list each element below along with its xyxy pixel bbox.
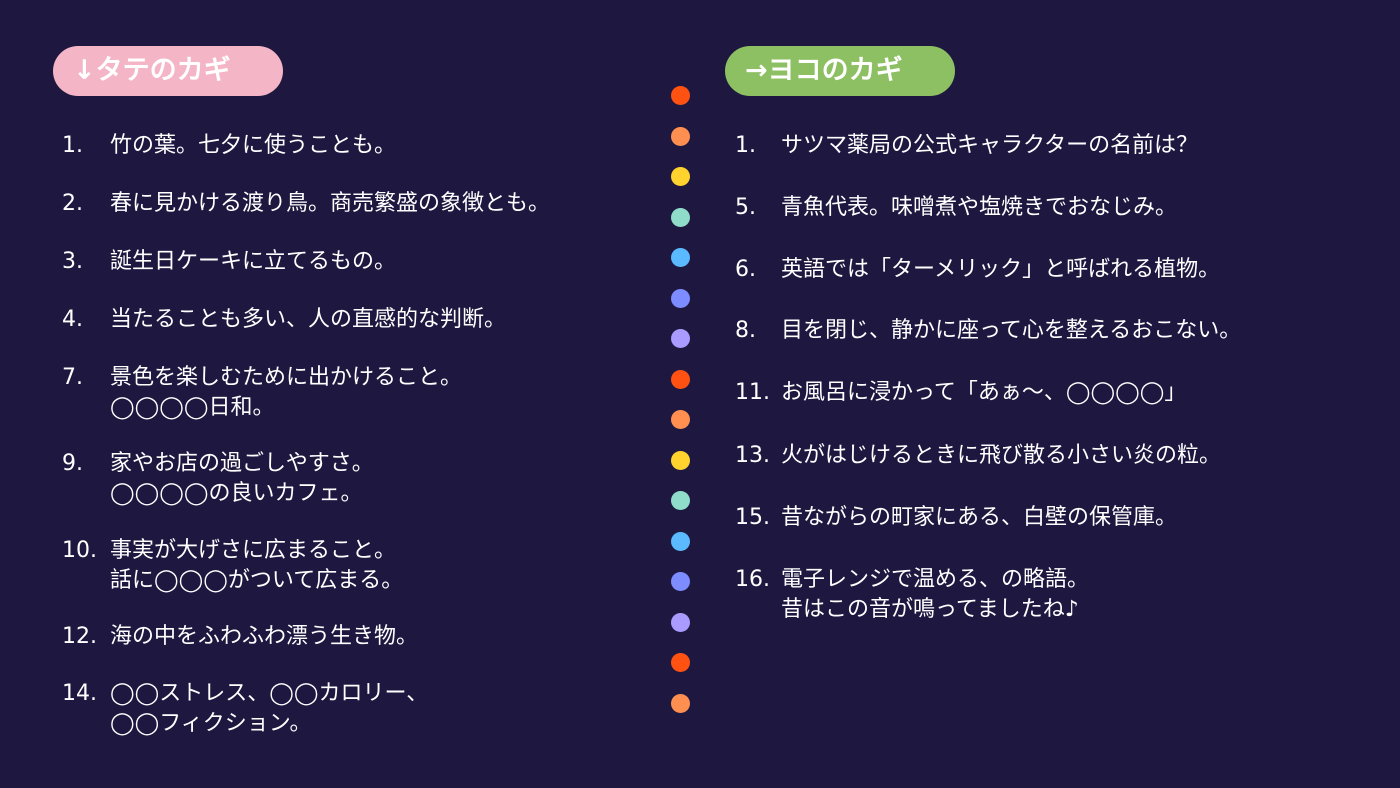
clue-text: サツマ薬局の公式キャラクターの名前は？	[781, 131, 1198, 161]
clue-number: 5.	[735, 195, 756, 220]
clue-text: 火がはじけるときに飛び散る小さい炎の粒。	[781, 441, 1221, 471]
clue-line: 春に見かける渡り鳥。商売繁盛の象徴とも。	[110, 191, 551, 216]
clue-line: 目を閉じ、静かに座って心を整えるおこない。	[781, 318, 1242, 343]
clue-line: ◯◯◯◯の良いカフェ。	[110, 481, 363, 506]
clue-text: 昔ながらの町家にある、白壁の保管庫。	[781, 503, 1177, 533]
horizontal-clues-header: →ヨコのカギ	[725, 46, 955, 96]
clue-text: 英語では「ターメリック」と呼ばれる植物。	[781, 255, 1220, 285]
clue-number: 8.	[735, 318, 756, 343]
decorative-dot	[671, 612, 690, 632]
clue-line: 青魚代表。味噌煮や塩焼きでおなじみ。	[781, 195, 1178, 220]
clue-number: 13.	[735, 443, 770, 468]
clue-number: 3.	[62, 249, 83, 274]
clue-line: サツマ薬局の公式キャラクターの名前は？	[781, 133, 1199, 158]
clue-number: 1.	[62, 133, 83, 158]
clue-line: 昔はこの音が鳴ってましたね♪	[781, 597, 1079, 622]
decorative-dot	[671, 86, 690, 105]
clue-number: 1.	[735, 133, 756, 158]
decorative-dot	[671, 369, 690, 389]
clue-number: 9.	[62, 451, 83, 476]
clue-text: お風呂に浸かって「あぁ〜、◯◯◯◯」	[781, 378, 1186, 408]
clue-line: 話に◯◯◯がついて広まる。	[110, 568, 404, 593]
decorative-dot	[671, 288, 690, 308]
clue-line: ◯◯◯◯日和。	[110, 395, 275, 420]
decorative-dot	[671, 167, 690, 186]
clue-text: ◯◯ストレス、◯◯カロリー、 ◯◯フィクション。	[110, 679, 428, 739]
clue-number: 6.	[735, 257, 756, 282]
clue-line: 海の中をふわふわ漂う生き物。	[110, 624, 419, 649]
clue-number: 11.	[735, 380, 770, 405]
clue-line: 景色を楽しむために出かけること。	[110, 365, 463, 390]
clue-line: 昔ながらの町家にある、白壁の保管庫。	[781, 505, 1178, 530]
decorative-dot	[671, 248, 690, 267]
clue-text: 事実が大げさに広まること。話に◯◯◯がついて広まる。	[110, 536, 403, 596]
clue-line: 誕生日ケーキに立てるもの。	[110, 249, 397, 274]
clue-text: 景色を楽しむために出かけること。 ◯◯◯◯日和。	[110, 363, 462, 423]
clue-text: 青魚代表。味噌煮や塩焼きでおなじみ。	[781, 193, 1177, 223]
clue-number: 2.	[62, 191, 83, 216]
clue-number: 16.	[735, 567, 770, 592]
clue-line: ◯◯フィクション。	[110, 711, 312, 736]
clue-number: 14.	[62, 681, 97, 706]
decorative-dot	[671, 126, 690, 146]
clue-line: 事実が大げさに広まること。	[110, 538, 397, 563]
clue-number: 4.	[62, 307, 83, 332]
clue-line: 家やお店の過ごしやすさ。	[110, 451, 374, 476]
vertical-clues-header: ↓タテのカギ	[53, 46, 283, 96]
clue-line: 英語では「ターメリック」と呼ばれる植物。	[781, 257, 1221, 282]
decorative-dot	[671, 207, 690, 227]
clue-number: 7.	[62, 365, 83, 390]
decorative-dot	[671, 653, 690, 672]
clue-line: 竹の葉。七夕に使うことも。	[110, 133, 397, 158]
decorative-dot	[671, 693, 690, 713]
decorative-dot	[671, 491, 690, 510]
clue-text: 誕生日ケーキに立てるもの。	[110, 247, 396, 277]
clue-text: 海の中をふわふわ漂う生き物。	[110, 622, 418, 652]
clue-number: 15.	[735, 505, 770, 530]
decorative-dot	[671, 329, 690, 348]
clue-text: 目を閉じ、静かに座って心を整えるおこない。	[781, 316, 1241, 346]
clue-text: 竹の葉。七夕に使うことも。	[110, 131, 396, 161]
clue-text: 電子レンジで温める、の略語。昔はこの音が鳴ってましたね♪	[781, 565, 1089, 625]
clue-line: お風呂に浸かって「あぁ〜、◯◯◯◯」	[781, 380, 1187, 405]
clue-text: 当たることも多い、人の直感的な判断。	[110, 305, 506, 335]
clue-text: 家やお店の過ごしやすさ。 ◯◯◯◯の良いカフェ。	[110, 449, 374, 509]
decorative-dot	[671, 410, 690, 429]
clue-line: 火がはじけるときに飛び散る小さい炎の粒。	[781, 443, 1222, 468]
clue-line: 電子レンジで温める、の略語。	[781, 567, 1090, 592]
decorative-dot	[671, 572, 690, 591]
clue-number: 10.	[62, 538, 97, 563]
clue-line: ◯◯ストレス、◯◯カロリー、	[110, 681, 429, 706]
decorative-dot	[671, 531, 690, 551]
decorative-dot	[671, 450, 690, 470]
clue-number: 12.	[62, 624, 97, 649]
clue-text: 春に見かける渡り鳥。商売繁盛の象徴とも。	[110, 189, 550, 219]
clue-line: 当たることも多い、人の直感的な判断。	[110, 307, 507, 332]
